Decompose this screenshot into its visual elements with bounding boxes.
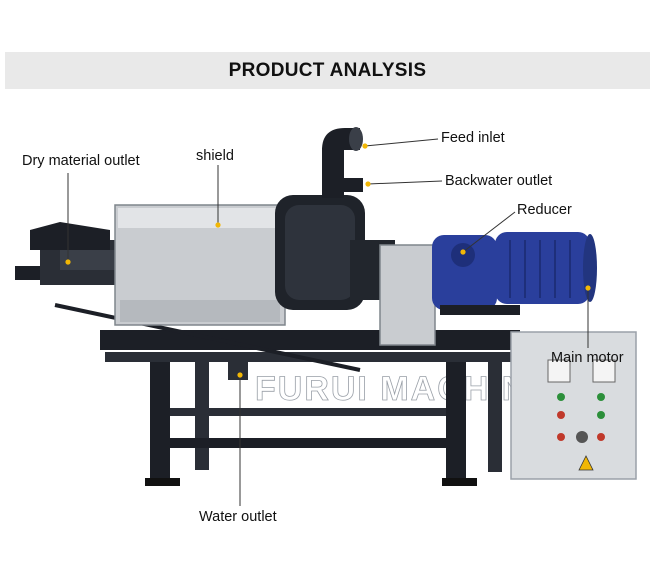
control-cabinet [510, 331, 637, 480]
label-feed-inlet: Feed inlet [441, 130, 505, 146]
label-reducer: Reducer [517, 202, 572, 218]
callout-lines [67, 138, 589, 506]
title-banner: PRODUCT ANALYSIS [5, 52, 650, 89]
screw-cylinder [275, 195, 395, 310]
reducer-body [432, 235, 497, 310]
main-motor [440, 232, 597, 315]
dry-outlet-assembly [15, 222, 361, 372]
feed-inlet-pipe [322, 127, 363, 198]
label-backwater-outlet: Backwater outlet [445, 173, 553, 189]
label-shield: shield [196, 148, 234, 164]
shield-housing [114, 204, 286, 326]
label-water-outlet: Water outlet [199, 509, 277, 525]
page-title: PRODUCT ANALYSIS [228, 59, 427, 81]
callout-markers [65, 143, 591, 378]
support-frame [100, 330, 520, 486]
reducer-cover [379, 244, 436, 346]
water-outlet-pipe [228, 362, 248, 380]
label-dry-material-outlet: Dry material outlet [22, 153, 140, 169]
label-main-motor: Main motor [551, 350, 624, 366]
